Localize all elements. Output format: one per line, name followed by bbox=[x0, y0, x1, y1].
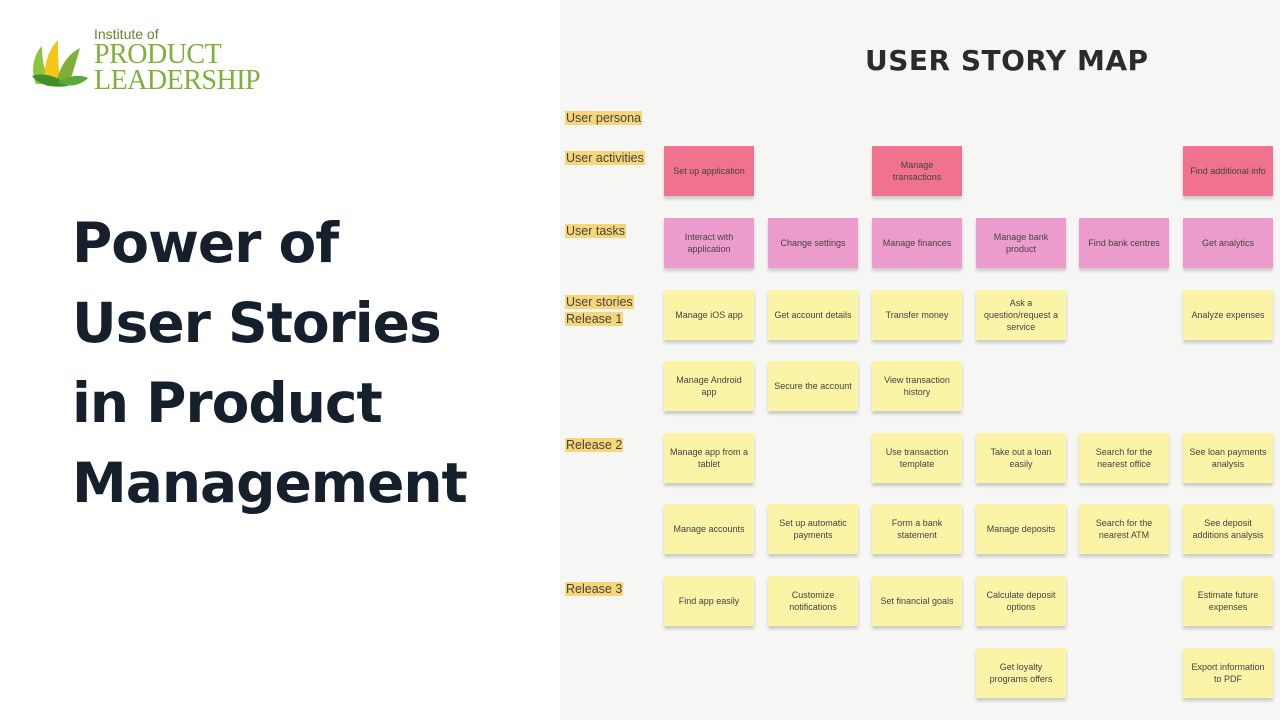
logo-line-2: PRODUCT bbox=[94, 39, 222, 70]
story-note: Secure the account bbox=[768, 361, 858, 411]
row-label-text: Release 2 bbox=[565, 438, 624, 452]
task-note: Find bank centres bbox=[1079, 218, 1169, 268]
story-note: See deposit additions analysis bbox=[1183, 504, 1273, 554]
task-note: Interact with application bbox=[664, 218, 754, 268]
story-note: Export information to PDF bbox=[1183, 648, 1273, 698]
story-note: Manage accounts bbox=[664, 504, 754, 554]
story-note: Estimate future expenses bbox=[1183, 576, 1273, 626]
left-panel bbox=[0, 0, 560, 720]
row-label-tasks: User tasks bbox=[565, 223, 627, 239]
task-note: Manage finances bbox=[872, 218, 962, 268]
row-label-release-3: Release 3 bbox=[565, 581, 624, 597]
row-label-text: User tasks bbox=[565, 224, 627, 238]
row-label-text: Release 1 bbox=[565, 312, 624, 326]
story-note: See loan payments analysis bbox=[1183, 433, 1273, 483]
story-map-title: USER STORY MAP bbox=[865, 44, 1149, 77]
page-headline: Power of User Stories in Product Managem… bbox=[72, 203, 468, 523]
story-note: Manage Android app bbox=[664, 361, 754, 411]
story-note: Form a bank statement bbox=[872, 504, 962, 554]
headline-line-2: User Stories bbox=[72, 291, 442, 355]
story-note: Get loyalty programs offers bbox=[976, 648, 1066, 698]
story-note: Find app easily bbox=[664, 576, 754, 626]
story-note: Set up automatic payments bbox=[768, 504, 858, 554]
leaf-logo-icon bbox=[32, 40, 88, 87]
story-note: Take out a loan easily bbox=[976, 433, 1066, 483]
task-note: Manage bank product bbox=[976, 218, 1066, 268]
row-label-release-2: Release 2 bbox=[565, 437, 624, 453]
story-note: Customize notifications bbox=[768, 576, 858, 626]
story-note: Search for the nearest office bbox=[1079, 433, 1169, 483]
task-note: Change settings bbox=[768, 218, 858, 268]
row-label-activities: User activities bbox=[565, 150, 645, 166]
headline-line-3: in Product bbox=[72, 371, 383, 435]
headline-line-1: Power of bbox=[72, 211, 339, 275]
story-note: Calculate deposit options bbox=[976, 576, 1066, 626]
task-note: Get analytics bbox=[1183, 218, 1273, 268]
logo-wordmark: Institute of PRODUCT LEADERSHIP bbox=[94, 26, 261, 96]
row-label-text: User stories bbox=[565, 295, 634, 309]
logo-line-1: Institute of bbox=[94, 26, 159, 42]
story-note: Transfer money bbox=[872, 290, 962, 340]
logo: Institute of PRODUCT LEADERSHIP bbox=[28, 26, 288, 96]
activity-note: Set up application bbox=[664, 146, 754, 196]
story-note: Set financial goals bbox=[872, 576, 962, 626]
story-note: View transaction history bbox=[872, 361, 962, 411]
story-note: Manage deposits bbox=[976, 504, 1066, 554]
story-note: Use transaction template bbox=[872, 433, 962, 483]
story-note: Ask a question/request a service bbox=[976, 290, 1066, 340]
story-note: Manage iOS app bbox=[664, 290, 754, 340]
row-label-text: User persona bbox=[565, 111, 643, 125]
story-note: Search for the nearest ATM bbox=[1079, 504, 1169, 554]
logo-line-3: LEADERSHIP bbox=[94, 65, 261, 96]
headline-line-4: Management bbox=[72, 451, 468, 515]
story-note: Manage app from a tablet bbox=[664, 433, 754, 483]
row-label-stories: User stories bbox=[565, 294, 634, 310]
row-label-text: User activities bbox=[565, 151, 645, 165]
activity-note: Manage transactions bbox=[872, 146, 962, 196]
story-note: Analyze expenses bbox=[1183, 290, 1273, 340]
row-label-text: Release 3 bbox=[565, 582, 624, 596]
row-label-release-1: Release 1 bbox=[565, 311, 624, 327]
row-label-persona: User persona bbox=[565, 110, 643, 126]
story-note: Get account details bbox=[768, 290, 858, 340]
activity-note: Find additional info bbox=[1183, 146, 1273, 196]
